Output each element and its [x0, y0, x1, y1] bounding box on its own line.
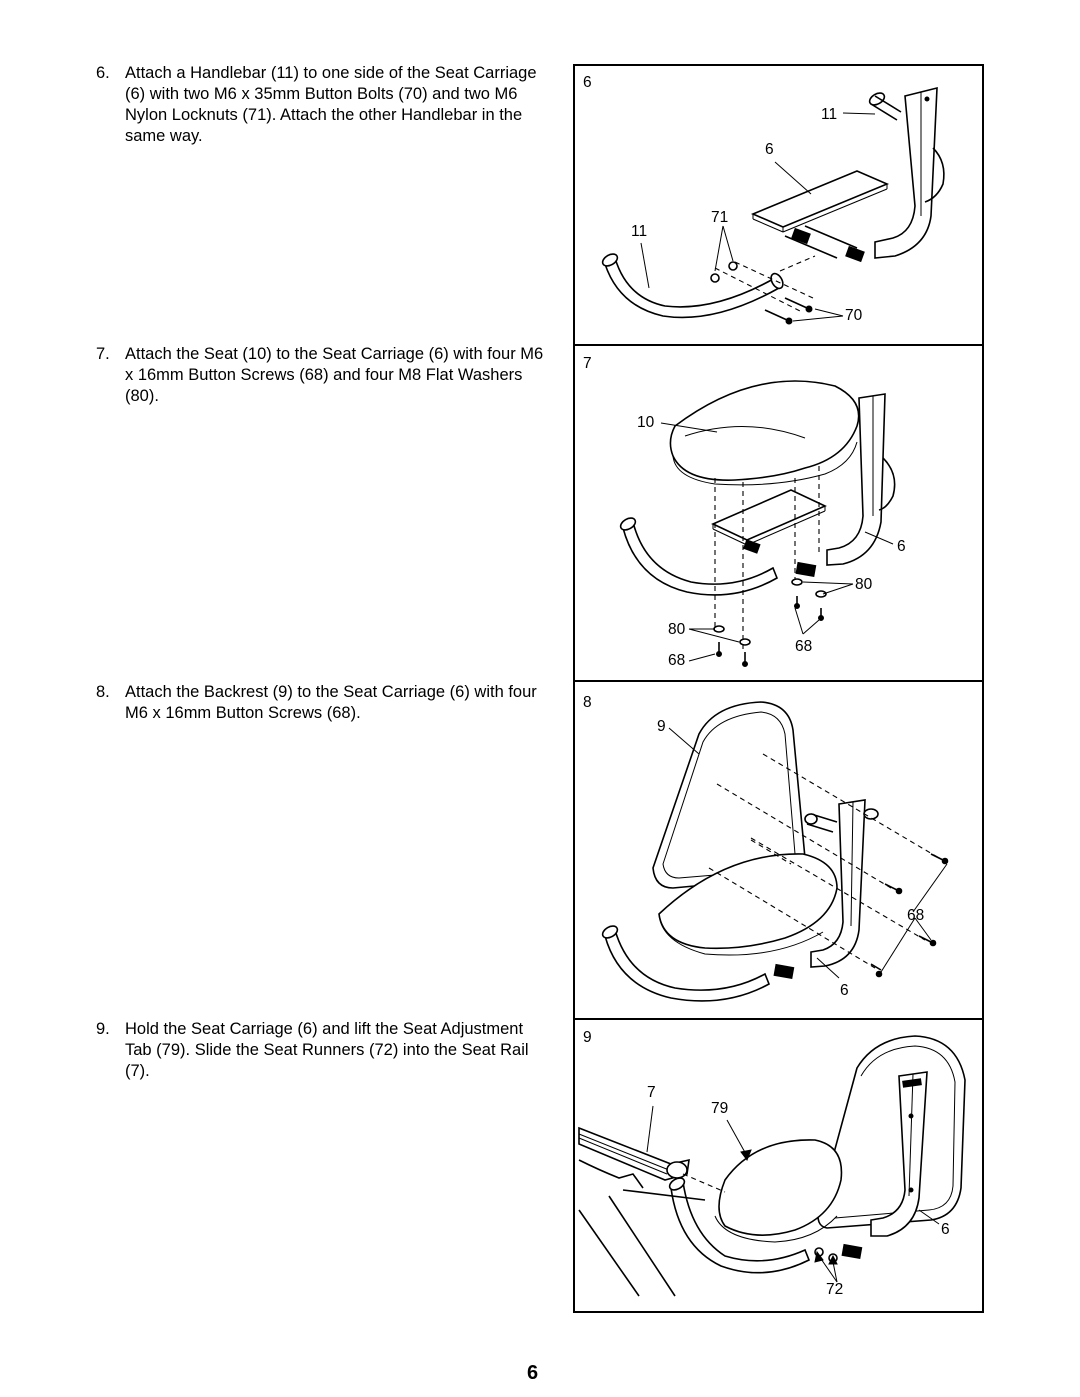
step-number: 6.: [96, 64, 110, 82]
figure-step-8: 8 9 68 6: [573, 680, 984, 1020]
figure-step-7: 7 10 6 80 80 68 68: [573, 344, 984, 682]
figure-step-label: 6: [583, 74, 592, 91]
step-number: 9.: [96, 1020, 110, 1038]
handlebar-assembly-illustration: [601, 86, 945, 325]
callout-flat-washer: 80: [855, 576, 873, 593]
callout-seat-carriage: 6: [840, 982, 849, 999]
callout-button-bolt: 70: [845, 307, 863, 324]
callout-locknut: 71: [711, 209, 729, 226]
callout-seat-adjustment-tab: 79: [711, 1100, 729, 1117]
page-number: 6: [527, 1362, 539, 1384]
step-text: Attach a Handlebar (11) to one side of t…: [125, 64, 537, 145]
callout-seat: 10: [637, 414, 655, 431]
figure-step-label: 8: [583, 694, 592, 711]
figure-step-label: 9: [583, 1029, 592, 1046]
callout-backrest: 9: [657, 718, 666, 735]
figure-step-9: 9 7 79 6 72: [573, 1018, 984, 1313]
step-text: Attach the Seat (10) to the Seat Carriag…: [125, 345, 544, 405]
callout-seat-carriage: 6: [941, 1221, 950, 1238]
callout-button-screw: 68: [907, 907, 925, 924]
backrest-assembly-illustration: [601, 701, 949, 1002]
callout-seat-carriage: 6: [897, 538, 906, 555]
callout-flat-washer: 80: [668, 621, 686, 638]
step-text: Attach the Backrest (9) to the Seat Carr…: [125, 683, 537, 722]
callout-button-screw: 68: [668, 652, 686, 669]
step-number: 8.: [96, 683, 110, 701]
callout-button-screw: 68: [795, 638, 813, 655]
seat-rail-illustration: [578, 1035, 966, 1297]
figure-step-label: 7: [583, 355, 592, 372]
step-text: Hold the Seat Carriage (6) and lift the …: [125, 1020, 529, 1080]
figure-step-6: 6 11 6 71 11 70: [573, 64, 984, 346]
callout-seat-carriage: 6: [765, 141, 774, 158]
callout-handlebar: 11: [631, 223, 648, 240]
step-number: 7.: [96, 345, 110, 363]
callout-seat-rail: 7: [647, 1084, 656, 1101]
callout-handlebar: 11: [821, 106, 838, 123]
callout-seat-runner: 72: [826, 1281, 844, 1298]
seat-assembly-illustration: [619, 380, 896, 667]
